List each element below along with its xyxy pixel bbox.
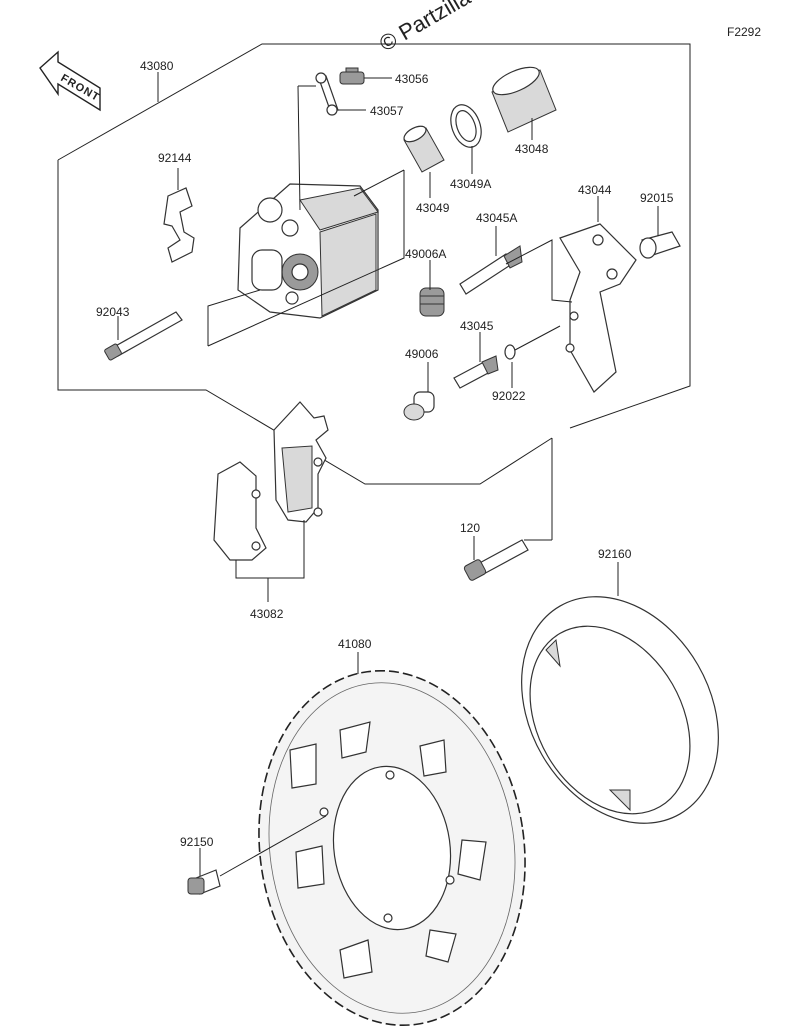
piston-seal xyxy=(403,125,445,173)
label-92022: 92022 xyxy=(492,389,526,403)
leader-bleeder xyxy=(297,85,301,211)
label-92160: 92160 xyxy=(598,547,632,561)
label-43056: 43056 xyxy=(395,72,429,86)
label-43049A: 43049A xyxy=(450,177,491,191)
leader-92022-to-bracket xyxy=(514,325,561,351)
caliper-bracket xyxy=(559,223,637,393)
bleeder-cap xyxy=(315,72,339,116)
disc-bolt xyxy=(187,869,221,895)
dust-seal xyxy=(450,104,482,148)
watermark: © Partzilla xyxy=(375,0,475,56)
label-43080: 43080 xyxy=(140,59,174,73)
label-43057: 43057 xyxy=(370,104,404,118)
bleeder-valve xyxy=(339,67,365,85)
figure-code: F2292 xyxy=(727,25,761,39)
slide-pin-a xyxy=(459,245,523,295)
brake-pad-front xyxy=(273,401,329,523)
caliper-pin xyxy=(104,311,183,361)
mounting-bolt xyxy=(463,539,529,581)
pad-spring xyxy=(163,187,195,263)
collar xyxy=(639,231,681,259)
boot-a xyxy=(419,287,445,317)
front-arrow-icon: FRONT xyxy=(39,50,102,112)
washer xyxy=(504,344,516,360)
label-49006A: 49006A xyxy=(405,247,446,261)
caliper-body xyxy=(237,183,379,319)
slide-pin xyxy=(453,355,499,389)
watermark-text: © Partzilla xyxy=(375,0,475,56)
label-92144: 92144 xyxy=(158,151,192,165)
label-92043: 92043 xyxy=(96,305,130,319)
brake-disc xyxy=(258,669,526,1027)
label-120: 120 xyxy=(460,521,480,535)
label-43045A: 43045A xyxy=(476,211,517,225)
label-43044: 43044 xyxy=(578,183,612,197)
piston xyxy=(491,66,557,133)
label-92150: 92150 xyxy=(180,835,214,849)
leader-43082 xyxy=(235,520,305,579)
label-43082: 43082 xyxy=(250,607,284,621)
label-43048: 43048 xyxy=(515,142,549,156)
label-41080: 41080 xyxy=(338,637,372,651)
leader-92150-disc xyxy=(219,815,327,877)
boot xyxy=(403,391,435,421)
brake-pad-rear xyxy=(213,461,267,561)
disc-guard xyxy=(521,596,719,824)
label-92015: 92015 xyxy=(640,191,674,205)
label-43045: 43045 xyxy=(460,319,494,333)
label-43049: 43049 xyxy=(416,201,450,215)
caliper-outline xyxy=(207,169,405,347)
label-49006: 49006 xyxy=(405,347,439,361)
leader-pin-bracket xyxy=(505,239,573,303)
